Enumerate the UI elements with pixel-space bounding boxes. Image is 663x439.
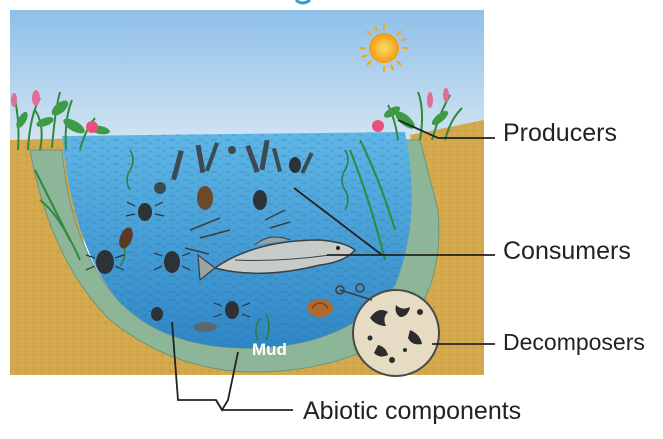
plant-leaves xyxy=(383,106,449,129)
submerged-plants xyxy=(119,149,349,341)
sun-icon xyxy=(360,24,408,72)
insect-icon xyxy=(96,157,301,321)
detritus xyxy=(154,139,314,194)
cropped-title-fragment xyxy=(294,0,311,5)
flower-icon xyxy=(372,88,449,132)
abiotic-components-label: Abiotic components xyxy=(303,397,522,425)
abiotic-leader-tail xyxy=(215,399,293,411)
mud-label: Mud xyxy=(252,340,287,359)
producers-label: Producers xyxy=(503,119,617,147)
leader-lines xyxy=(171,119,495,412)
small-fish-icon xyxy=(193,322,217,332)
decomposers-label: Decomposers xyxy=(503,329,645,355)
microbe-icon xyxy=(335,283,440,377)
consumers-label: Consumers xyxy=(503,237,631,265)
flower-icon xyxy=(11,90,98,133)
insect-legs xyxy=(85,201,251,318)
snail-icon xyxy=(307,299,333,317)
water-striders xyxy=(184,209,291,255)
fish-icon xyxy=(197,236,357,282)
producers-leader xyxy=(397,119,495,139)
